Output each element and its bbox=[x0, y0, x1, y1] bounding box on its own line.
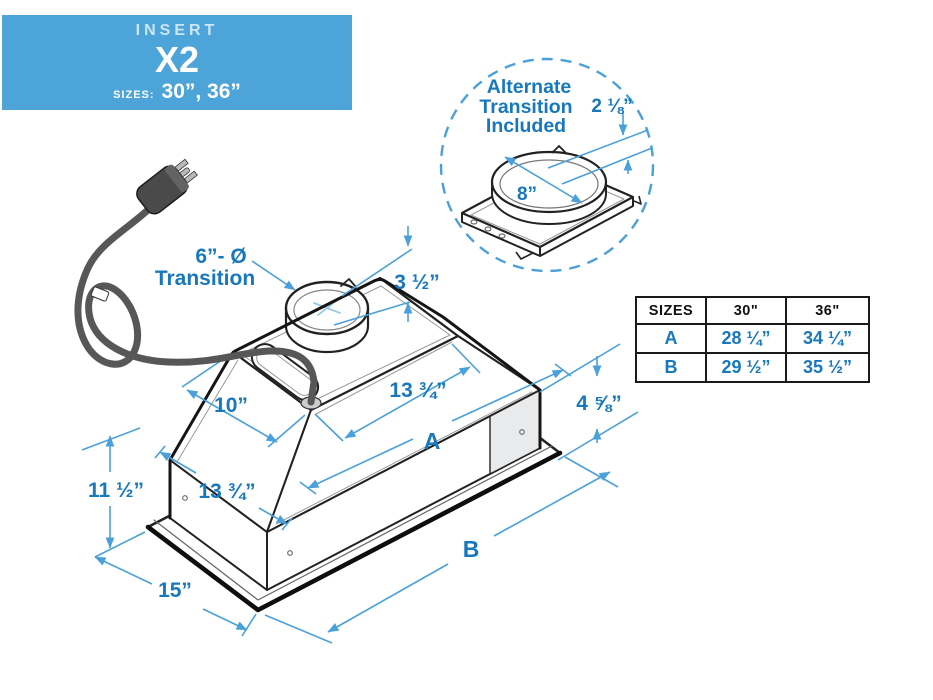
alternate-transition-collar bbox=[490, 144, 608, 225]
callout-title-line2: Transition bbox=[479, 96, 572, 118]
callout-title-line1: Alternate bbox=[487, 76, 572, 98]
product-sizes: SIZES: 30”, 36” bbox=[113, 81, 241, 102]
sizes-label: SIZES: bbox=[113, 88, 155, 101]
row-a-label: A bbox=[635, 323, 707, 354]
dimension-labels: 6”- Ø Transition 3 ½” 13 ¾” 10” A 4 ⅝” 1… bbox=[88, 245, 622, 602]
table-header-36: 36" bbox=[785, 296, 870, 325]
callout-diameter-dim-label: 8” bbox=[517, 184, 537, 205]
dashed-callout-circle bbox=[439, 57, 655, 273]
table-header-30: 30" bbox=[705, 296, 787, 325]
dim-collar-height: 3 ½” bbox=[394, 271, 440, 294]
dim-top-depth: 10” bbox=[214, 394, 248, 417]
row-a-36: 34 ¼” bbox=[785, 323, 870, 354]
product-model-label: X2 bbox=[154, 39, 200, 81]
power-cord bbox=[74, 158, 322, 410]
dim-width-b: B bbox=[463, 536, 480, 562]
product-banner: INSERT X2 SIZES: 30”, 36” bbox=[2, 15, 352, 110]
table-row: B 29 ½” 35 ½” bbox=[635, 352, 870, 383]
transition-leader-line bbox=[251, 260, 296, 291]
dimension-lines bbox=[81, 226, 639, 644]
collar-center-mark bbox=[313, 300, 341, 316]
row-a-30: 28 ¼” bbox=[705, 323, 787, 354]
table-header-sizes: SIZES bbox=[635, 296, 707, 325]
hood-drawing bbox=[145, 276, 563, 613]
table-row: A 28 ¼” 34 ¼” bbox=[635, 323, 870, 354]
sizes-table: SIZES 30" 36" A 28 ¼” 34 ¼” B 29 ½” 35 ½… bbox=[635, 296, 870, 383]
dim-flange-depth: 15” bbox=[158, 579, 192, 602]
alternate-transition-callout: Alternate Transition Included 2 ⅛” 8” bbox=[439, 57, 655, 273]
transition-label-line2: Transition bbox=[155, 267, 255, 290]
row-b-36: 35 ½” bbox=[785, 352, 870, 383]
row-b-30: 29 ½” bbox=[705, 352, 787, 383]
dim-overall-height: 11 ½” bbox=[88, 479, 144, 502]
dim-body-height: 4 ⅝” bbox=[576, 392, 622, 415]
table-header-row: SIZES 30" 36" bbox=[635, 296, 870, 325]
dim-left-depth: 13 ¾” bbox=[198, 480, 255, 503]
power-plug bbox=[136, 158, 198, 215]
dim-top-width: 13 ¾” bbox=[389, 379, 446, 402]
screw-holes bbox=[182, 429, 525, 556]
dim-width-a: A bbox=[424, 428, 441, 454]
sizes-value: 30”, 36” bbox=[161, 79, 241, 103]
row-b-label: B bbox=[635, 352, 707, 383]
transition-label-line1: 6”- Ø bbox=[195, 245, 246, 268]
callout-dimension-lines bbox=[504, 112, 653, 204]
cord-tie bbox=[90, 286, 110, 302]
callout-height-dim-label: 2 ⅛” bbox=[591, 96, 632, 117]
callout-title-line3: Included bbox=[486, 115, 566, 137]
product-type-label: INSERT bbox=[135, 22, 219, 40]
